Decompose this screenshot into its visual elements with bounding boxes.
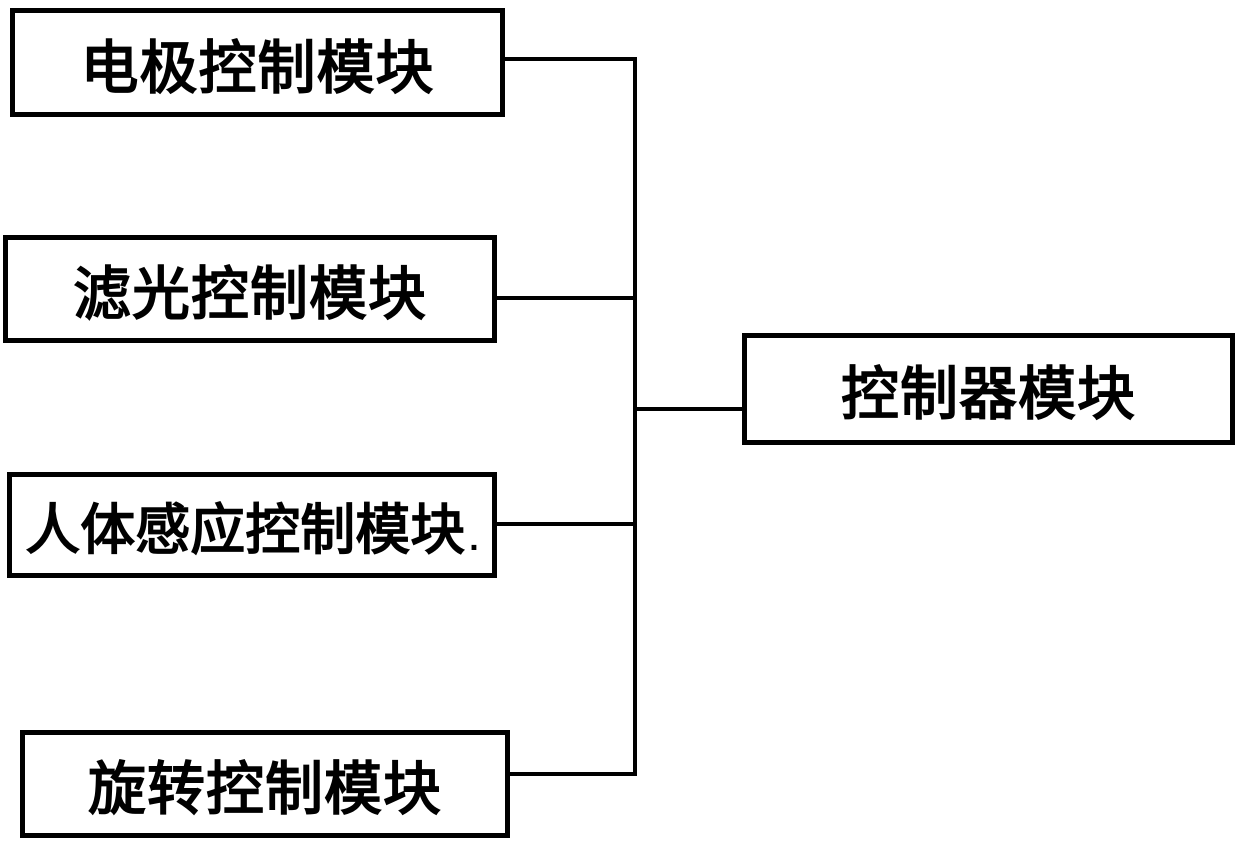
node-filter-control-module: 滤光控制模块 <box>3 235 497 343</box>
node-body-sensing-control-module: 人体感应控制模块 . <box>7 472 497 578</box>
node-controller-module: 控制器模块 <box>742 333 1235 445</box>
connector-trunk-vertical <box>633 57 637 776</box>
connector-bodysensing-to-trunk <box>495 522 637 526</box>
node-label-controller-module: 控制器模块 <box>840 362 1136 427</box>
node-label-electrode-control-module: 电极控制模块 <box>80 35 435 101</box>
node-label-filter-control-module: 滤光控制模块 <box>72 262 427 327</box>
node-rotation-control-module: 旋转控制模块 <box>20 730 510 838</box>
node-electrode-control-module: 电极控制模块 <box>10 8 505 117</box>
node-label-rotation-control-module: 旋转控制模块 <box>87 757 442 822</box>
connector-rotation-to-trunk <box>508 772 637 776</box>
node-label-body-sensing-control-module: 人体感应控制模块 <box>25 499 466 561</box>
scan-artifact-dot: . <box>469 520 479 558</box>
connector-electrode-to-trunk <box>503 57 637 61</box>
connector-trunk-to-controller <box>633 407 742 411</box>
connector-filter-to-trunk <box>495 296 637 300</box>
